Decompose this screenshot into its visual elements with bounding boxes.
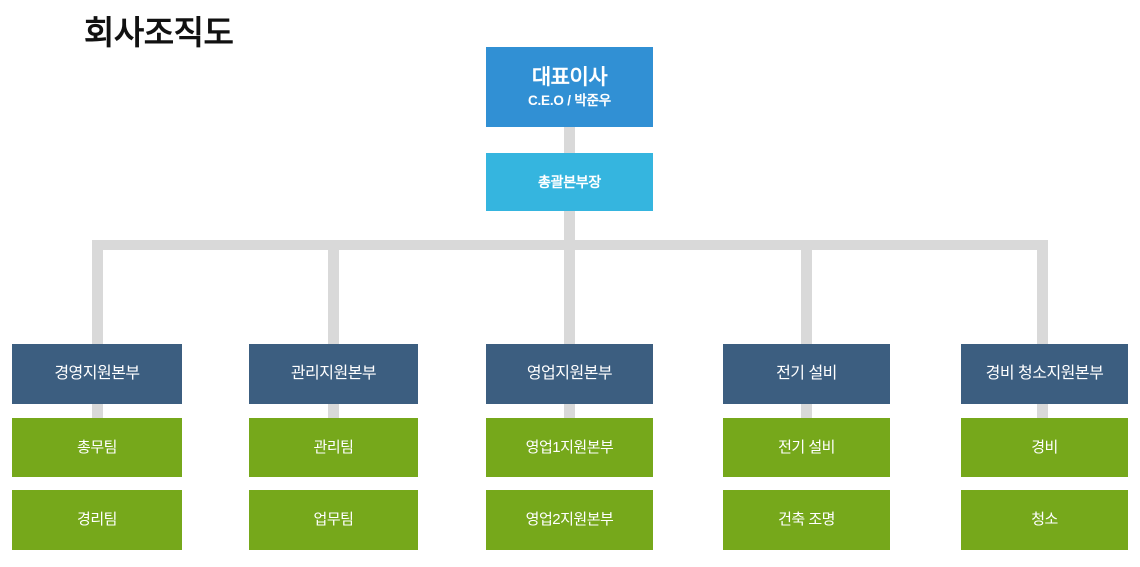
connector-drop-col-1 (92, 240, 103, 348)
node-department-5[interactable]: 경비 청소지원본부 (961, 344, 1128, 404)
node-team-2-1-label: 관리팀 (313, 438, 354, 456)
connector-dept-4-to-team-1 (801, 404, 812, 418)
node-team-5-2[interactable]: 청소 (961, 490, 1128, 550)
connector-ceo-to-gm (564, 127, 575, 153)
node-department-3[interactable]: 영업지원본부 (486, 344, 653, 404)
connector-dept-1-to-team-1 (92, 404, 103, 418)
node-department-1-label: 경영지원본부 (54, 365, 140, 383)
connector-drop-col-2 (328, 240, 339, 348)
node-general-manager[interactable]: 총괄본부장 (486, 153, 653, 211)
connector-dept-5-to-team-1 (1037, 404, 1048, 418)
connector-drop-col-4 (801, 240, 812, 348)
node-team-2-2-label: 업무팀 (313, 511, 354, 528)
node-ceo[interactable]: 대표이사 C.E.O / 박준우 (486, 47, 653, 127)
node-ceo-title: 대표이사 (531, 65, 608, 89)
node-department-2[interactable]: 관리지원본부 (249, 344, 418, 404)
node-team-5-1[interactable]: 경비 (961, 418, 1128, 477)
page-title: 회사조직도 (84, 14, 234, 51)
node-team-3-1[interactable]: 영업1지원본부 (486, 418, 653, 477)
node-team-2-2[interactable]: 업무팀 (249, 490, 418, 550)
node-department-1[interactable]: 경영지원본부 (12, 344, 182, 404)
node-team-1-2-label: 경리팀 (77, 511, 117, 528)
node-department-5-label: 경비 청소지원본부 (985, 365, 1104, 383)
node-team-4-1[interactable]: 전기 설비 (723, 418, 890, 477)
node-team-5-2-label: 청소 (1031, 511, 1058, 528)
node-team-4-1-label: 전기 설비 (778, 438, 835, 456)
node-team-5-1-label: 경비 (1031, 438, 1058, 456)
connector-dept-2-to-team-1 (328, 404, 339, 418)
node-team-4-2[interactable]: 건축 조명 (723, 490, 890, 550)
node-team-2-1[interactable]: 관리팀 (249, 418, 418, 477)
connector-drop-col-5 (1037, 240, 1048, 348)
node-department-2-label: 관리지원본부 (290, 365, 377, 383)
node-department-4[interactable]: 전기 설비 (723, 344, 890, 404)
connector-dept-3-to-team-1 (564, 404, 575, 418)
node-department-3-label: 영업지원본부 (526, 365, 613, 383)
node-team-4-2-label: 건축 조명 (778, 511, 835, 528)
connector-drop-col-3 (564, 240, 575, 348)
node-team-3-1-label: 영업1지원본부 (525, 438, 614, 456)
node-team-1-1[interactable]: 총무팀 (12, 418, 182, 477)
node-department-4-label: 전기 설비 (776, 365, 837, 383)
node-ceo-subtitle: C.E.O / 박준우 (527, 93, 612, 108)
connector-gm-to-bus (564, 211, 575, 245)
node-team-1-1-label: 총무팀 (77, 438, 117, 456)
node-general-manager-label: 총괄본부장 (538, 173, 601, 190)
node-team-1-2[interactable]: 경리팀 (12, 490, 182, 550)
node-team-3-2-label: 영업2지원본부 (525, 511, 614, 528)
node-team-3-2[interactable]: 영업2지원본부 (486, 490, 653, 550)
